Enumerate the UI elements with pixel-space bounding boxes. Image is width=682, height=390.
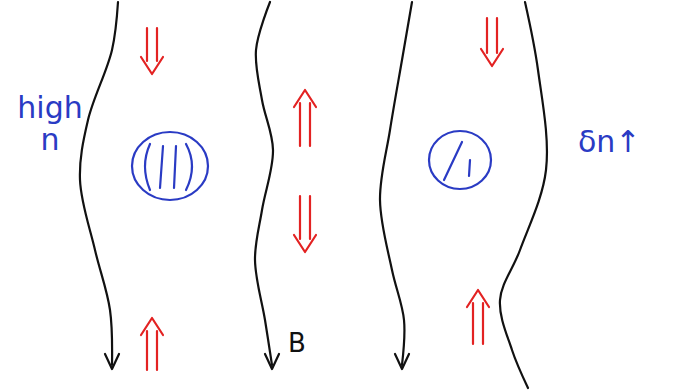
- field-line: [255, 2, 273, 365]
- field-line: [500, 2, 547, 388]
- field-line: [80, 2, 118, 365]
- current-mark: [469, 160, 470, 176]
- flow-arrow: [141, 28, 163, 74]
- plasma-label: high n: [10, 92, 90, 155]
- current-mark: [186, 144, 192, 190]
- current-mark: [145, 144, 150, 190]
- flow-arrow: [481, 18, 503, 66]
- current-circle: [429, 131, 491, 189]
- field-label: B: [288, 330, 328, 357]
- flow-arrow: [294, 196, 316, 252]
- field-arrowhead: [105, 354, 119, 369]
- flow-arrow: [141, 318, 163, 370]
- field-line: [380, 2, 412, 365]
- current-mark: [444, 142, 462, 180]
- plasma-label: δn↑: [578, 126, 674, 158]
- field-arrowhead: [265, 354, 279, 369]
- current-mark: [174, 146, 176, 188]
- flow-arrow: [467, 290, 489, 344]
- flow-arrow: [294, 90, 316, 146]
- field-arrowhead: [395, 354, 409, 369]
- current-mark: [160, 146, 163, 188]
- current-circle: [132, 132, 208, 200]
